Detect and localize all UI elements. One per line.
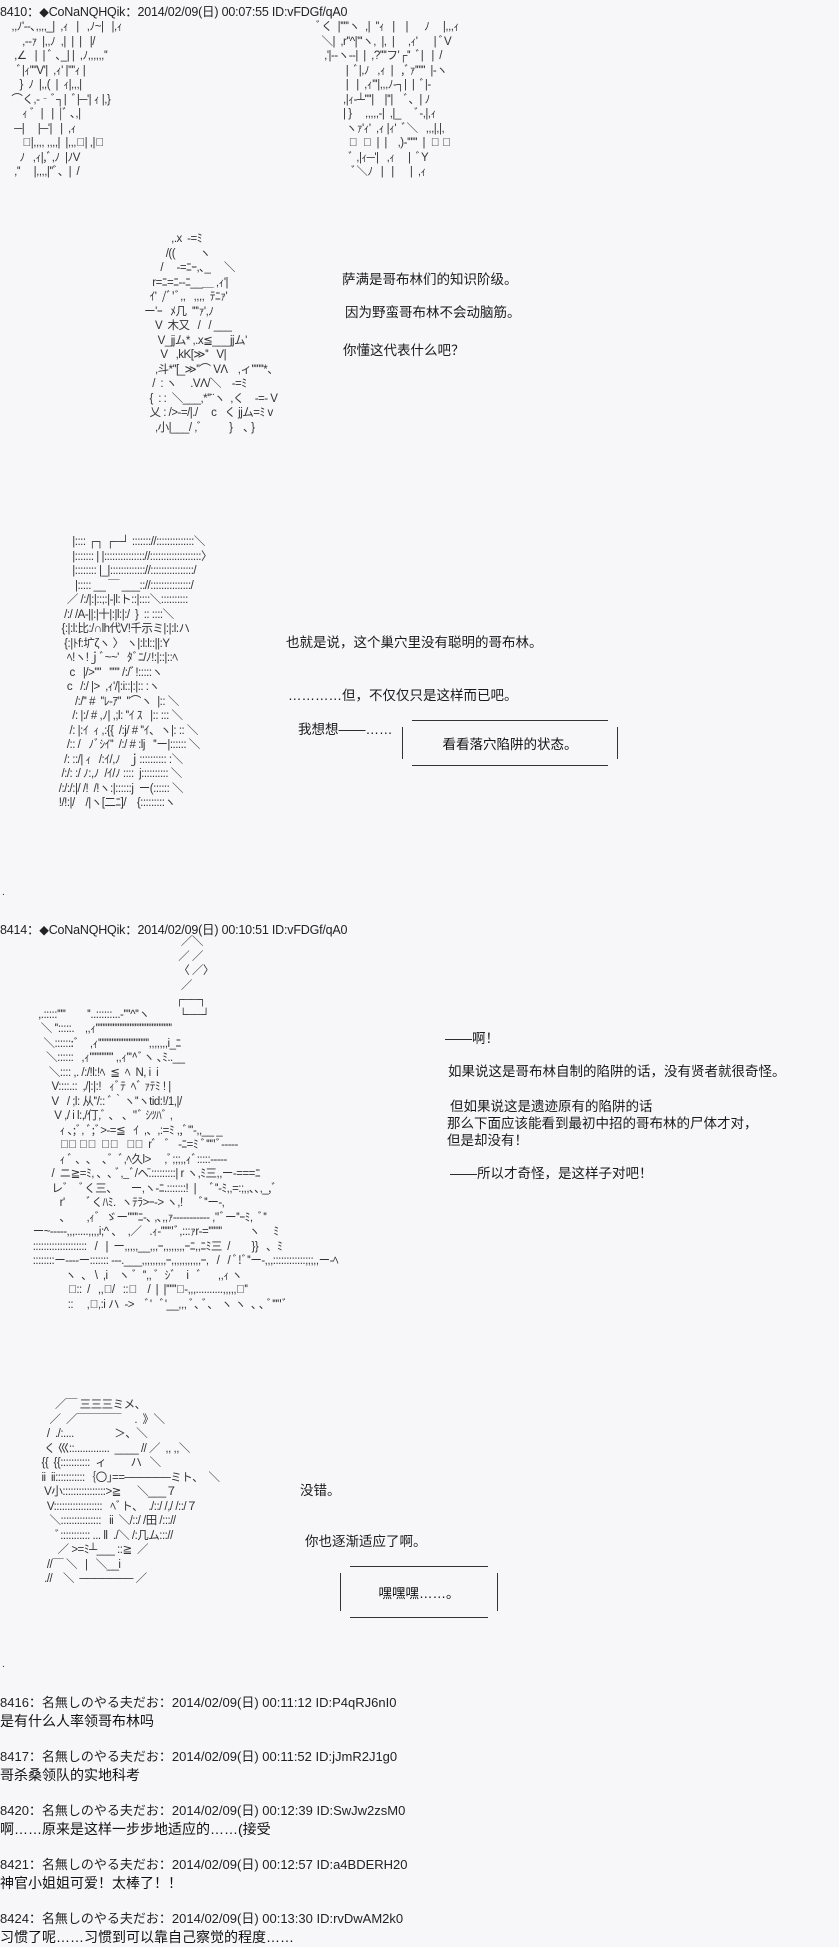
ascii-art-stone-wall-right: ﾞく |'''''ヽ ,| ''ｨ | | ﾉ |,,,ｨ ＼| ,r''^|'… bbox=[313, 21, 459, 178]
dialogue-line: 你也逐渐适应了啊。 bbox=[305, 1534, 427, 1549]
comment-body: 神官小姐姐可爱！太棒了！！ bbox=[0, 1875, 182, 1891]
dialogue-line: 如果说这是哥布林自制的陷阱的话，没有贤者就很奇怪。 bbox=[448, 1064, 786, 1079]
post-header: 8414：◆CoNaNQHQik：2014/02/09(日) 00:10:51 … bbox=[0, 923, 348, 937]
comment-header: 8416：名無しのやる夫だお：2014/02/09(日) 00:11:12 ID… bbox=[0, 1695, 397, 1710]
dialogue-line: 萨满是哥布林们的知识阶级。 bbox=[342, 272, 518, 287]
ascii-art-priestess: |:::: ┌┐ ┌─┘ ::::::://::::::::::::::＼ |:… bbox=[58, 536, 213, 809]
comment-header: 8421：名無しのやる夫だお：2014/02/09(日) 00:12:57 ID… bbox=[0, 1857, 408, 1872]
separator-dot: . bbox=[2, 887, 5, 898]
comment-header: 8420：名無しのやる夫だお：2014/02/09(日) 00:12:39 ID… bbox=[0, 1803, 406, 1818]
comment-header: 8424：名無しのやる夫だお：2014/02/09(日) 00:13:30 ID… bbox=[0, 1911, 404, 1926]
dialogue-line: …………但，不仅仅只是这样而已吧。 bbox=[288, 688, 518, 703]
comment-body: 是有什么人率领哥布林吗 bbox=[0, 1713, 154, 1729]
comment-body: 习惯了呢……习惯到可以靠自己察觉的程度…… bbox=[0, 1929, 294, 1945]
dialogue-line: 但是却没有！ bbox=[447, 1133, 528, 1148]
dialogue-line: 因为野蛮哥布林不会动脑筋。 bbox=[345, 305, 521, 320]
speech-bubble: 嘿嘿嘿……。 bbox=[340, 1566, 498, 1618]
comment-body: 啊……原来是这样一步步地适应的……(接受 bbox=[0, 1821, 271, 1837]
dialogue-line: 你懂这代表什么吧？ bbox=[343, 343, 465, 358]
dialogue-line: 但如果说这是遗迹原有的陷阱的话 bbox=[450, 1099, 653, 1114]
post-header: 8410：◆CoNaNQHQik：2014/02/09(日) 00:07:55 … bbox=[0, 5, 348, 19]
speech-bubble: 看看落穴陷阱的状态。 bbox=[402, 720, 618, 766]
ascii-art-priestess-closeup: ／＼ ／ ／ 〈 ／〉 ／ bbox=[32, 936, 339, 1311]
dialogue-line: ——啊！ bbox=[445, 1031, 499, 1046]
ascii-art-shaman: ,.x -=ﾐ /(( ヽ / -=ﾆｰ,､_ ＼ r=ﾆ=ﾆ-‐ﾆ__＿ ,ｨ… bbox=[144, 233, 279, 434]
speech-bubble-text: 嘿嘿嘿……。 bbox=[378, 1586, 460, 1601]
dialogue-line: 我想想——…… bbox=[298, 722, 393, 737]
speech-bubble-text: 看看落穴陷阱的状态。 bbox=[442, 737, 578, 752]
comment-header: 8417：名無しのやる夫だお：2014/02/09(日) 00:11:52 ID… bbox=[0, 1749, 398, 1764]
ascii-art-stone-wall-left: ,,ﾉ'--､,,,,_| ,ｨ | ,ﾉ~| |,ｨ ,-‐ｧ |,,ﾉ ,|… bbox=[11, 21, 122, 178]
comment-body: 哥杀桑领队的实地科考 bbox=[0, 1767, 140, 1783]
dialogue-line: 也就是说，这个巢穴里没有聪明的哥布林。 bbox=[286, 635, 543, 650]
dialogue-line: ——所以才奇怪，是这样子对吧！ bbox=[450, 1166, 653, 1181]
ascii-art-goblin-slayer: ／￣ 三三三ミメ、 ／ ／￣￣￣￣ . 》＼ / ./:.... ＞、＼ く 巛… bbox=[41, 1399, 220, 1585]
separator-dot: . bbox=[2, 1659, 5, 1670]
dialogue-line: 那么下面应该能看到最初中招的哥布林的尸体才对， bbox=[447, 1116, 758, 1131]
dialogue-line: 没错。 bbox=[300, 1483, 341, 1498]
